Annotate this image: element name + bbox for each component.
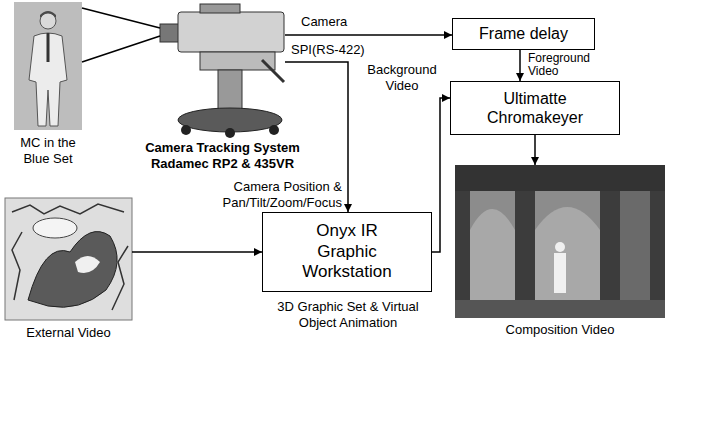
external-video-picture-part [75,256,100,273]
signal-arrow [132,251,262,253]
composition-video-picture-part [515,191,535,301]
mc-photo-part [47,33,50,62]
picture-frame: External Video [5,198,132,320]
signal-arrow [534,135,536,165]
process-box: Frame delay [452,18,595,50]
external-video-picture [5,198,132,320]
composition-video-picture-part [455,165,665,191]
camera-illustration-part [218,70,242,112]
picture-frame: Composition Video [455,165,665,318]
composition-video-picture-part [650,191,665,301]
composition-video-picture-part [470,209,515,300]
signal-arrow [285,34,452,36]
mc-photo-part [40,11,56,18]
box-label: Onyx IR Graphic Workstation [295,221,400,282]
mc-photo-part [29,33,67,126]
composition-video-picture-part [535,207,600,300]
caption: External Video [9,325,129,341]
caption: Composition Video [475,322,645,338]
process-box: Ultimatte Chromakeyer [450,81,620,135]
composition-video-picture-part [455,165,665,318]
caption: 3D Graphic Set & Virtual Object Animatio… [263,299,433,331]
composition-video-picture-part [600,191,620,301]
view-line [82,36,160,62]
external-video-picture-part [12,232,22,300]
photo-frame: MC in the Blue Set [14,2,82,130]
mc-photo-part [14,2,82,130]
composition-video-picture-part [455,191,470,301]
caption: Camera Tracking System Radamec RP2 & 435… [133,140,313,172]
signal-arrow [519,50,521,81]
composition-video-picture-part [555,242,565,252]
composition-video-picture-part [455,300,665,318]
external-video-picture-part [12,204,124,214]
composition-video-picture [455,165,665,318]
composition-video-picture-part [554,253,566,293]
camera-illustration-part [200,4,240,13]
signal-label: Camera [300,14,348,30]
external-video-picture-part [28,232,117,308]
camera-illustration-part [181,125,191,135]
camera-frame: Camera Tracking System Radamec RP2 & 435… [160,0,285,136]
mc-photo [14,2,82,130]
camera-illustration-part [178,12,284,52]
camera-illustration-part [269,125,279,135]
signal-label: Background Video [360,62,444,94]
camera-illustration-part [225,128,235,138]
camera-illustration [160,4,284,138]
composition-video-picture-part [620,191,650,300]
camera-illustration-part [262,60,284,82]
box-label: Ultimatte Chromakeyer [480,89,590,127]
camera-illustration-part [160,24,180,42]
caption: MC in the Blue Set [8,135,88,167]
external-video-picture-part [112,246,128,310]
external-video-picture-part [33,218,77,238]
external-video-picture-part [5,198,132,320]
view-line [82,8,160,28]
signal-arrow [432,98,450,252]
note-label: Camera Position & Pan/Tilt/Zoom/Focus [201,179,343,211]
process-box: Onyx IR Graphic Workstation3D Graphic Se… [262,212,432,292]
signal-label: Foreground Video [527,52,609,78]
box-label: Frame delay [479,24,568,43]
signal-label: SPI(RS-422) [290,42,366,58]
